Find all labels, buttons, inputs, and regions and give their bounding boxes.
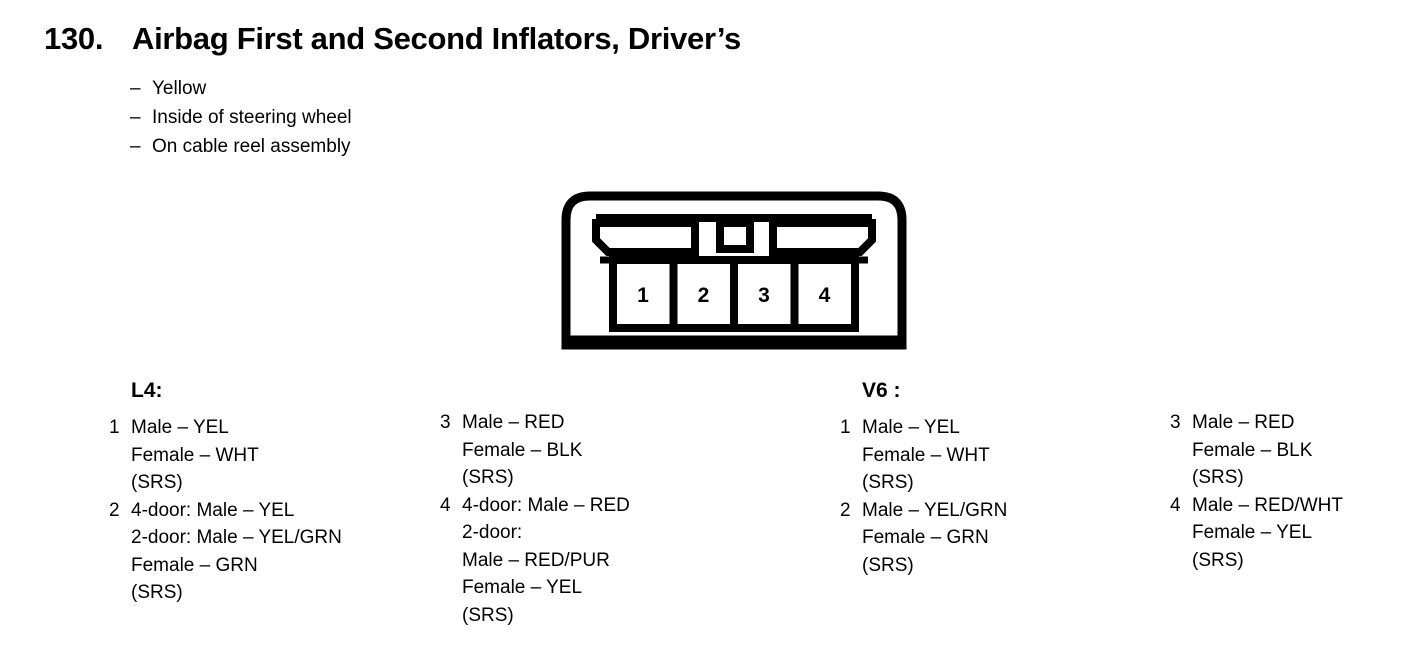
pin-number-3: 3: [758, 284, 770, 307]
pin-entry-line: Female – WHT: [131, 444, 259, 466]
pin-entry-lines: Male – YEL Female – WHT (SRS): [131, 414, 342, 497]
pin-entry-number: 1: [840, 417, 851, 438]
description-bullet-list: – Yellow – Inside of steering wheel – On…: [130, 74, 352, 161]
pin-entry-lines: Male – RED Female – BLK (SRS): [1192, 409, 1343, 492]
dash-icon: –: [130, 107, 141, 128]
connector-center-keyway: [716, 219, 754, 253]
pin-entry-line: (SRS): [862, 472, 914, 493]
page-title-text: Airbag First and Second Inflators, Drive…: [132, 21, 741, 56]
list-item: – Yellow: [130, 74, 352, 103]
pin-entry-number: 1: [109, 417, 120, 438]
pin-entry-line: Female – BLK: [1192, 439, 1313, 461]
pin-entry-number: 2: [840, 499, 851, 521]
legend-l4-column-2: 3 Male – RED Female – BLK (SRS) 4 4-door…: [440, 409, 630, 629]
pin-entry-line: Female – BLK: [462, 439, 583, 461]
pin-entry: 2 Male – YEL/GRN Female – GRN (SRS): [840, 497, 1007, 580]
pin-entry-line: Female – YEL: [1192, 522, 1313, 543]
list-item: – On cable reel assembly: [130, 132, 352, 161]
pin-entry-line: (SRS): [862, 554, 914, 576]
legend-heading-l4: L4:: [131, 379, 163, 402]
pin-entry-lines: Male – YEL Female – WHT (SRS): [862, 414, 1007, 497]
pin-entry-lines: Male – RED/WHT Female – YEL (SRS): [1192, 492, 1343, 575]
pin-entry-line: (SRS): [131, 472, 183, 493]
pin-entry-line: Male – YEL: [862, 417, 960, 438]
page-title: 130. Airbag First and Second Inflators, …: [44, 21, 741, 57]
pin-entry-number: 3: [1170, 412, 1181, 433]
pin-entry-line: 4-door: Male – YEL: [131, 499, 295, 521]
pin-entry-line: (SRS): [1192, 549, 1244, 571]
legend-v6-column-2: 3 Male – RED Female – BLK (SRS) 4 Male –…: [1170, 409, 1343, 574]
legend-v6-column-1: V6 : 1 Male – YEL Female – WHT (SRS) 2 M…: [840, 378, 1007, 579]
pin-number-2: 2: [698, 284, 710, 307]
pin-entry: 3 Male – RED Female – BLK (SRS): [1170, 409, 1343, 492]
connector-diagram: 1 2 3 4: [560, 190, 908, 350]
pin-entry-lines: Male – YEL/GRN Female – GRN (SRS): [862, 497, 1007, 580]
pin-entry-line: Male – RED/PUR: [462, 549, 610, 571]
pin-entry-number: 4: [440, 494, 451, 516]
pin-entry-line: Male – YEL: [131, 417, 229, 438]
pin-entry-lines: 4-door: Male – RED 2-door: Male – RED/PU…: [462, 492, 630, 630]
pin-entry-line: Female – WHT: [862, 444, 990, 466]
pin-entry-line: Female – GRN: [862, 527, 989, 548]
pin-entry: 1 Male – YEL Female – WHT (SRS): [840, 414, 1007, 497]
pin-entry-lines: 4-door: Male – YEL 2-door: Male – YEL/GR…: [131, 497, 342, 607]
pin-entry-line: (SRS): [462, 467, 514, 488]
pin-entry-line: Female – GRN: [131, 554, 258, 576]
list-item-label: On cable reel assembly: [152, 136, 351, 157]
pin-entry-number: 3: [440, 412, 451, 433]
list-item-label: Inside of steering wheel: [152, 107, 352, 128]
pin-number-4: 4: [819, 284, 831, 307]
pin-entry-line: Female – YEL: [462, 577, 583, 598]
pin-entry-lines: Male – RED Female – BLK (SRS): [462, 409, 630, 492]
pin-entry: 3 Male – RED Female – BLK (SRS): [440, 409, 630, 492]
pin-entry: 2 4-door: Male – YEL 2-door: Male – YEL/…: [109, 497, 342, 607]
pin-entry-number: 2: [109, 499, 120, 521]
pin-entry-line: (SRS): [462, 604, 514, 626]
pin-entry: 4 Male – RED/WHT Female – YEL (SRS): [1170, 492, 1343, 575]
connector-right-slot: [769, 219, 876, 256]
connector-left-slot: [592, 219, 699, 256]
list-item-label: Yellow: [152, 78, 207, 99]
pin-entry-line: 2-door:: [462, 522, 523, 543]
dash-icon: –: [130, 78, 141, 99]
pin-entry-line: (SRS): [131, 582, 183, 603]
pin-entry-line: 2-door: Male – YEL/GRN: [131, 527, 342, 548]
pin-entry-line: Male – RED: [1192, 412, 1295, 433]
pin-entry: 4 4-door: Male – RED 2-door: Male – RED/…: [440, 492, 630, 630]
pin-entry-line: Male – RED: [462, 412, 565, 433]
pin-entry-number: 4: [1170, 494, 1181, 516]
legend-heading-v6: V6 :: [862, 379, 901, 402]
pin-entry-line: Male – RED/WHT: [1192, 494, 1343, 516]
dash-icon: –: [130, 136, 141, 157]
pin-number-1: 1: [637, 284, 649, 307]
list-item: – Inside of steering wheel: [130, 103, 352, 132]
page-title-number: 130.: [44, 21, 104, 56]
pin-entry-line: Male – YEL/GRN: [862, 499, 1008, 521]
pin-entry: 1 Male – YEL Female – WHT (SRS): [109, 414, 342, 497]
pin-entry-line: (SRS): [1192, 467, 1244, 488]
legend-l4-column-1: L4: 1 Male – YEL Female – WHT (SRS) 2 4-…: [109, 378, 342, 607]
pin-entry-line: 4-door: Male – RED: [462, 494, 630, 516]
